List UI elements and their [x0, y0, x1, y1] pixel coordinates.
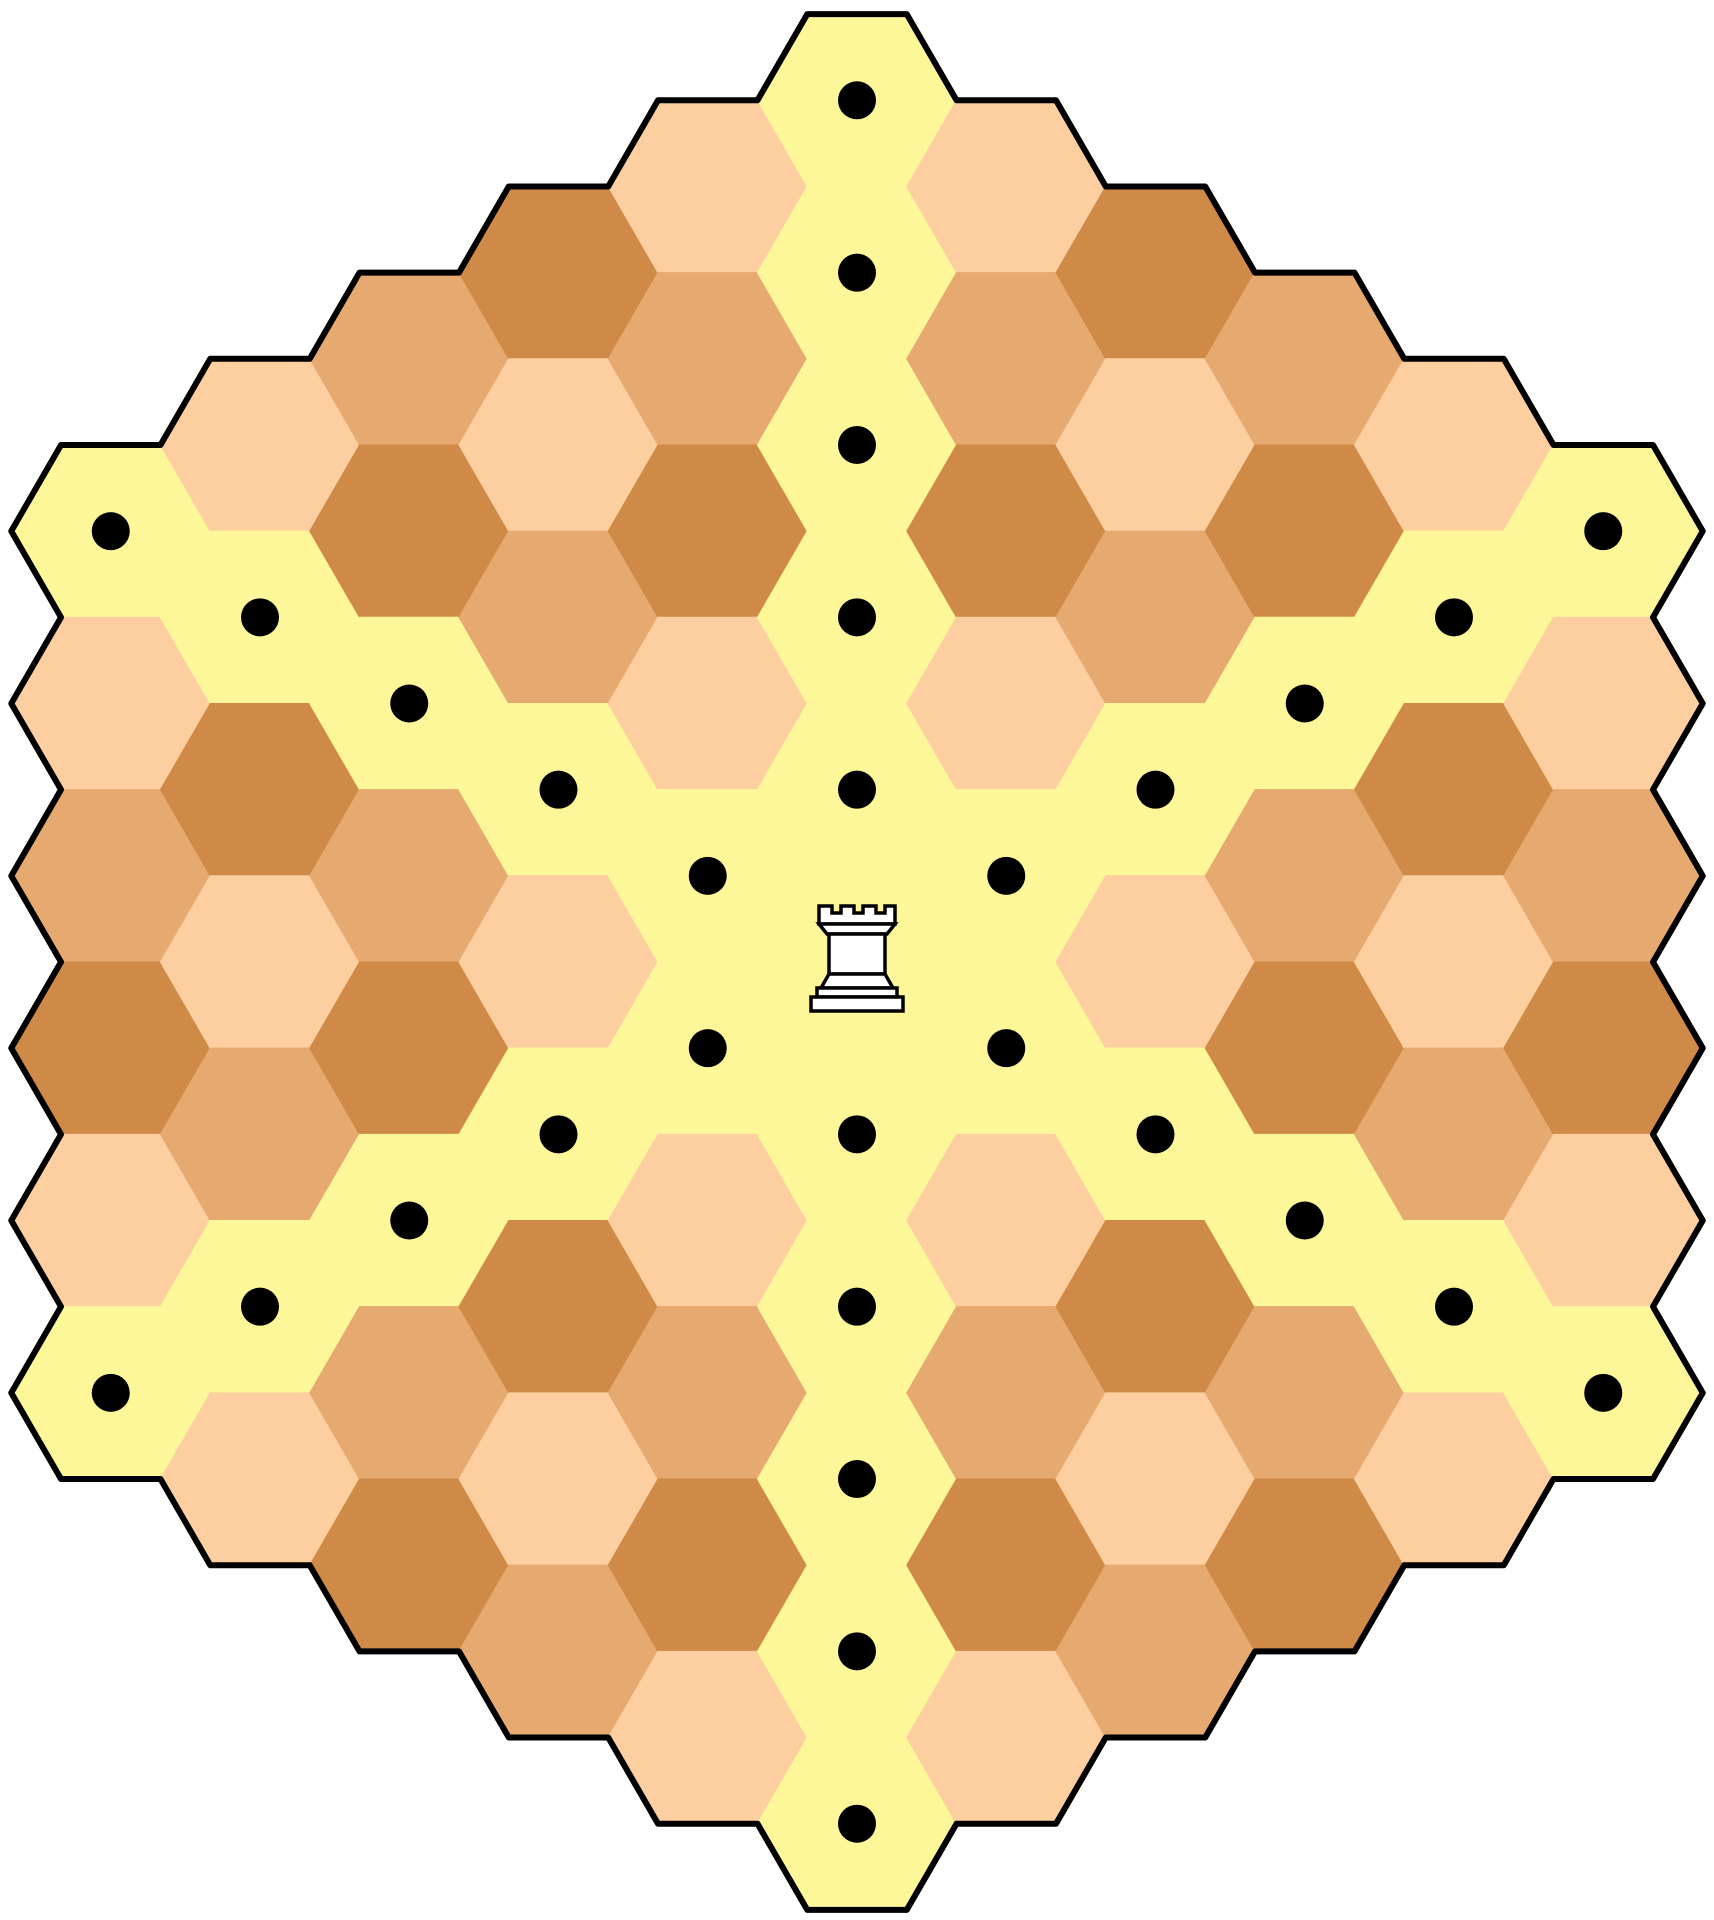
board-cell[interactable] [1204, 272, 1405, 446]
board-cell[interactable] [1353, 875, 1555, 1049]
move-marker[interactable] [1136, 1115, 1175, 1154]
move-marker[interactable] [241, 1287, 279, 1326]
board-cell[interactable] [10, 961, 211, 1135]
board-cell[interactable] [1503, 616, 1704, 791]
board-cell[interactable] [1204, 789, 1405, 963]
board-cell[interactable] [10, 616, 211, 791]
move-marker[interactable] [1285, 684, 1324, 723]
board-cell[interactable] [10, 1133, 211, 1308]
board-cell[interactable] [1055, 530, 1256, 705]
board-cell[interactable] [607, 1133, 808, 1308]
board-cell[interactable] [906, 272, 1107, 446]
board-cell[interactable] [607, 272, 808, 446]
board-outline [8, 11, 1706, 1913]
move-marker[interactable] [1435, 1287, 1473, 1326]
board-cell[interactable] [458, 530, 659, 705]
board-cell[interactable] [309, 1478, 510, 1652]
move-marker[interactable] [241, 598, 279, 637]
move-marker[interactable] [91, 1373, 130, 1412]
move-marker[interactable] [1285, 1201, 1324, 1240]
move-marker[interactable] [1584, 512, 1623, 551]
move-marker[interactable] [390, 1201, 429, 1240]
board-cell[interactable] [906, 1133, 1107, 1308]
move-marker[interactable] [390, 684, 429, 723]
move-marker[interactable] [838, 770, 876, 809]
board-cell[interactable] [458, 1564, 659, 1739]
board-cell[interactable] [1204, 961, 1405, 1135]
move-marker[interactable] [987, 856, 1026, 895]
move-marker[interactable] [838, 1460, 876, 1499]
board-cell[interactable] [159, 1047, 361, 1222]
board-cell[interactable] [607, 99, 808, 274]
move-marker[interactable] [838, 1804, 876, 1843]
move-marker[interactable] [838, 81, 876, 120]
board-cell[interactable] [1353, 1392, 1555, 1566]
move-marker[interactable] [539, 770, 578, 809]
move-marker[interactable] [1435, 598, 1473, 637]
board-cell[interactable] [607, 1306, 808, 1480]
board-cell[interactable] [458, 185, 659, 360]
move-marker[interactable] [1584, 1373, 1623, 1412]
board-cell[interactable] [309, 1306, 510, 1480]
board-cell[interactable] [309, 272, 510, 446]
board-cell[interactable] [906, 99, 1107, 274]
board-cell[interactable] [159, 1392, 361, 1566]
move-markers [91, 81, 1623, 1843]
board-cell[interactable] [1503, 789, 1704, 963]
board-cell[interactable] [1204, 444, 1405, 618]
board-cell[interactable] [906, 1650, 1107, 1825]
piece-layer [809, 904, 905, 1013]
board-cell[interactable] [906, 444, 1107, 618]
board-cell[interactable] [1353, 358, 1555, 532]
board-cell[interactable] [1055, 1392, 1256, 1566]
board-cell[interactable] [607, 616, 808, 791]
board-cell[interactable] [159, 702, 361, 877]
board-cell[interactable] [906, 1478, 1107, 1652]
board-cell[interactable] [906, 616, 1107, 791]
board-cell[interactable] [159, 875, 361, 1049]
move-marker[interactable] [688, 1029, 727, 1068]
board-cell[interactable] [1204, 1306, 1405, 1480]
board-cell[interactable] [458, 358, 659, 532]
board-cell[interactable] [1204, 1478, 1405, 1652]
board-cell[interactable] [159, 358, 361, 532]
board-cell[interactable] [1055, 185, 1256, 360]
board-cell[interactable] [458, 1219, 659, 1394]
move-marker[interactable] [688, 856, 727, 895]
board-cell[interactable] [309, 444, 510, 618]
board-cell[interactable] [1055, 875, 1256, 1049]
board-cell[interactable] [10, 789, 211, 963]
board-cell[interactable] [906, 1306, 1107, 1480]
board-cell[interactable] [1055, 1564, 1256, 1739]
board-cell[interactable] [458, 1392, 659, 1566]
board-cell[interactable] [1503, 961, 1704, 1135]
board-cell[interactable] [607, 444, 808, 618]
move-marker[interactable] [539, 1115, 578, 1154]
move-marker[interactable] [838, 598, 876, 637]
move-marker[interactable] [91, 512, 130, 551]
board-cell[interactable] [1055, 1219, 1256, 1394]
board-cell[interactable] [458, 875, 659, 1049]
move-marker[interactable] [838, 1115, 876, 1154]
move-marker[interactable] [838, 1287, 876, 1326]
board-cell[interactable] [607, 1650, 808, 1825]
board-cell[interactable] [1353, 1047, 1555, 1222]
move-marker[interactable] [838, 253, 876, 292]
board-cell[interactable] [1503, 1133, 1704, 1308]
board-cell[interactable] [309, 961, 510, 1135]
board-cell[interactable] [309, 789, 510, 963]
board-cell[interactable] [1055, 358, 1256, 532]
move-marker[interactable] [838, 1632, 876, 1671]
board-cells [10, 13, 1704, 1911]
board-cell[interactable] [1353, 702, 1555, 877]
move-marker[interactable] [1136, 770, 1175, 809]
move-marker[interactable] [838, 425, 876, 464]
rook-icon[interactable] [809, 904, 905, 1013]
board-cell[interactable] [607, 1478, 808, 1652]
move-marker[interactable] [987, 1029, 1026, 1068]
